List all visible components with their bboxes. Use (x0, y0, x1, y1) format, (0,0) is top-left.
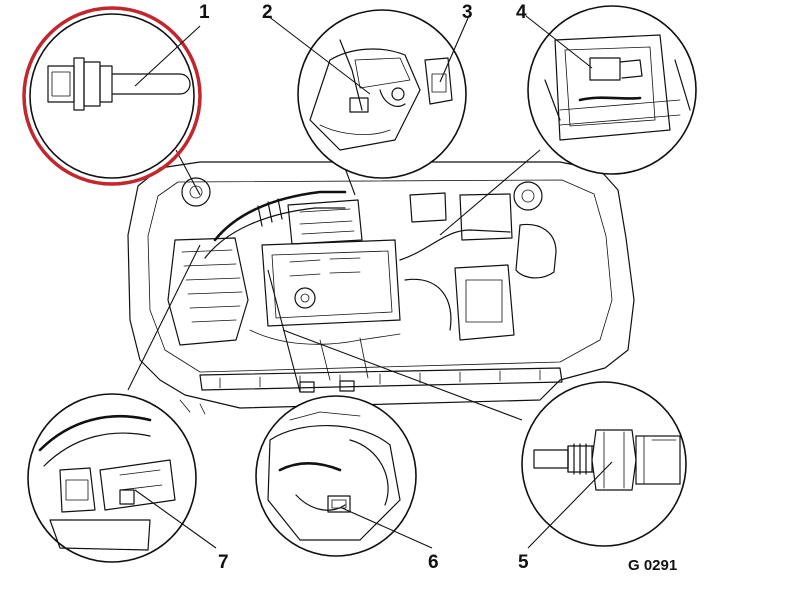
leader-callout-1 (175, 149, 201, 196)
callout-number-6: 6 (428, 552, 439, 573)
figure-id: G 0291 (628, 557, 677, 574)
callout-7-detail (27, 393, 217, 563)
callout-number-4: 4 (516, 2, 527, 23)
callout-2-3-detail (267, 9, 469, 179)
callout-number-1: 1 (199, 2, 210, 23)
leader-callout-6 (267, 269, 301, 393)
callout-numbers: 1 2 3 4 5 6 7 (199, 2, 529, 573)
leader-lines (127, 149, 541, 421)
callout-4-detail (525, 5, 697, 175)
leader-callout-4 (439, 149, 541, 236)
leader-callout-7 (127, 244, 201, 391)
callout-6-detail (255, 395, 433, 557)
highlight-ring (22, 6, 202, 186)
callout-1-detail (22, 6, 202, 186)
callout-5-detail (521, 381, 687, 549)
leader-callout-2 (344, 167, 356, 196)
engine-bay (127, 161, 635, 415)
callout-number-3: 3 (462, 2, 473, 23)
leader-callout-5 (282, 329, 523, 421)
callout-number-7: 7 (218, 552, 229, 573)
callout-number-2: 2 (262, 2, 273, 23)
callout-number-5: 5 (518, 552, 529, 573)
